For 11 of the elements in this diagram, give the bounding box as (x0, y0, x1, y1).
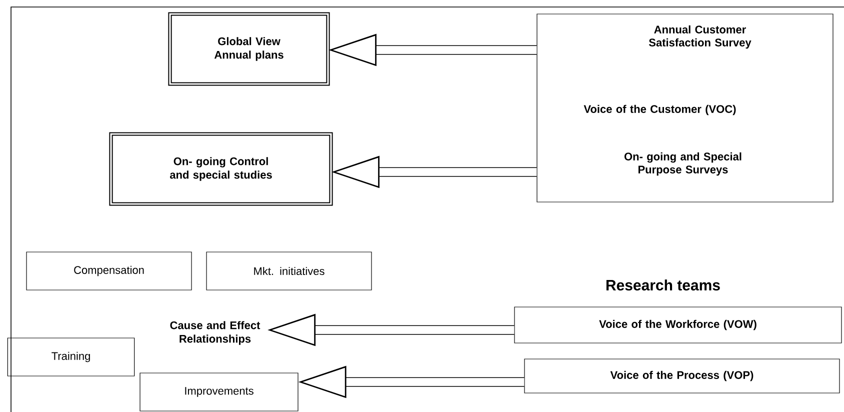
text-box: Voice of the Process (VOP) (524, 358, 840, 394)
text-box: Voice of the Workforce (VOW) (514, 306, 842, 344)
text-box: Improvements (140, 372, 298, 412)
text-label: Cause and Effect Relationships (170, 321, 260, 345)
text-box: Compensation (26, 252, 192, 290)
survey-box: Annual Customer Satisfaction Survey Voice of the Customer (VOC) On- going and Special Purpose Surveys (536, 14, 834, 202)
double-bordered-box: Global View Annual plans (168, 12, 330, 86)
text-box: Mkt. initiatives (206, 252, 372, 290)
heading: Research teams (606, 279, 720, 290)
double-bordered-box: On- going Control and special studies (109, 132, 333, 206)
text-box: Training (7, 338, 135, 376)
